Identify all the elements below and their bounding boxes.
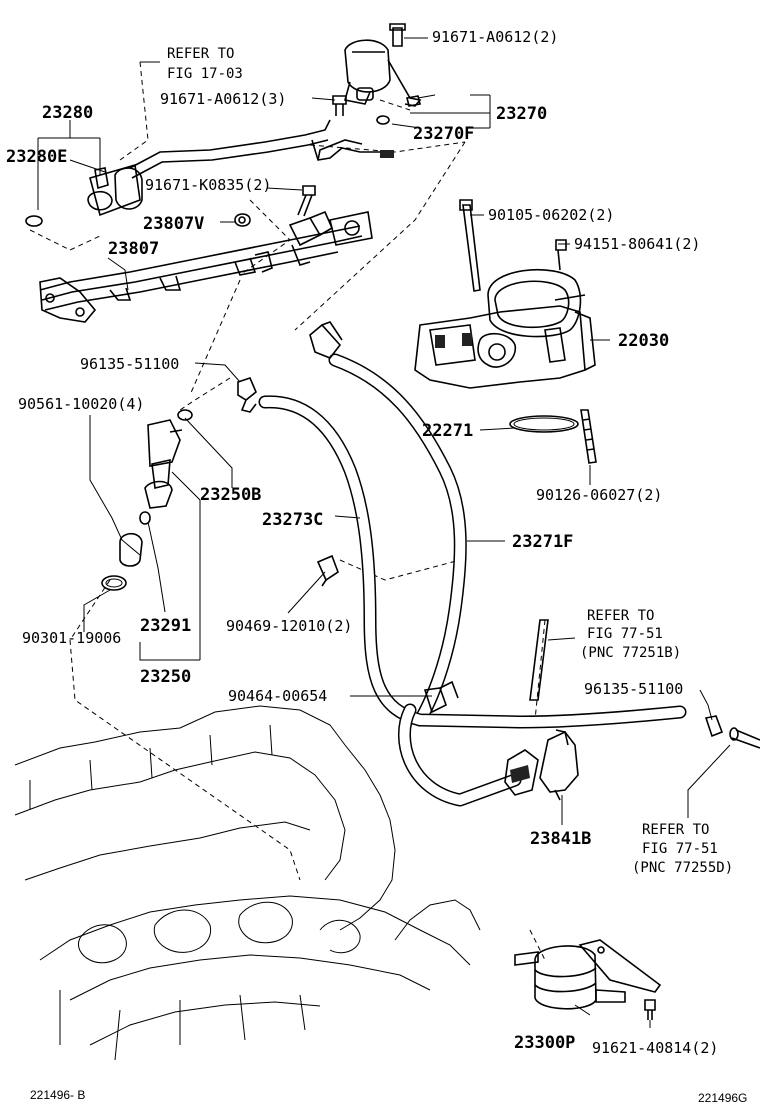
fuel-filter-canister-23300p (514, 939, 662, 1020)
callout-90464-00654: 90464-00654 (228, 687, 327, 705)
callout-23807: 23807 (108, 239, 159, 259)
callout-91671-a0612-top: 91671-A0612(2) (432, 28, 558, 46)
hose-stub-right (529, 619, 760, 749)
callout-23250b: 23250B (200, 485, 261, 505)
callout-23271f: 23271F (512, 532, 573, 552)
leader-lines (37, 37, 731, 1028)
callout-90561-10020: 90561-10020(4) (18, 395, 144, 413)
callout-23300p: 23300P (514, 1033, 575, 1053)
refer-fig-17-03-line1: REFER TO (167, 46, 234, 62)
fuel-injector-23250 (101, 409, 193, 591)
footer-left-code: 221496- B (30, 1088, 85, 1102)
pulsation-damper-23280 (25, 163, 143, 227)
fuel-tube-upper (129, 119, 394, 179)
callout-22271: 22271 (422, 421, 473, 441)
stud-90126 (580, 409, 597, 464)
callout-96135-51100-left: 96135-51100 (80, 355, 179, 373)
callout-90469-12010: 90469-12010(2) (226, 617, 352, 635)
callout-91621-40814: 91621-40814(2) (592, 1039, 718, 1057)
callout-23291: 23291 (140, 616, 191, 636)
refer-fig-77-51-lower-line3: (PNC 77255D) (632, 860, 733, 876)
refer-fig-77-51-upper-line3: (PNC 77251B) (580, 645, 681, 661)
callout-23270f: 23270F (413, 124, 474, 144)
gasket-22271 (509, 415, 579, 433)
callout-23270: 23270 (496, 104, 547, 124)
throttle-body-22030 (414, 199, 596, 389)
callout-23250: 23250 (140, 667, 191, 687)
vsv-23841b (504, 729, 579, 801)
callout-22030: 22030 (618, 331, 669, 351)
refer-fig-77-51-lower-line2: FIG 77-51 (642, 841, 718, 857)
callout-labels: REFER TO FIG 17-03 91671-A0612(2) 91671-… (6, 28, 733, 1057)
footer-right-code: 221496G (698, 1091, 747, 1105)
callout-23280e: 23280E (6, 147, 67, 167)
hose-23273c (258, 395, 687, 729)
callout-94151-80641: 94151-80641(2) (574, 235, 700, 253)
callout-23280: 23280 (42, 103, 93, 123)
callout-90105-06202: 90105-06202(2) (488, 206, 614, 224)
refer-fig-77-51-upper-line1: REFER TO (587, 608, 654, 624)
refer-fig-77-51-upper-line2: FIG 77-51 (587, 626, 663, 642)
callout-96135-51100-right: 96135-51100 (584, 680, 683, 698)
callout-23841b: 23841B (530, 829, 591, 849)
pressure-regulator-23270 (332, 23, 422, 125)
bolts-k0835 (234, 185, 316, 227)
callout-23273c: 23273C (262, 510, 323, 530)
hose-23271f (309, 321, 467, 727)
fuel-delivery-pipe-23807 (39, 210, 373, 323)
callout-90301-19006: 90301-19006 (22, 629, 121, 647)
assembly-dashed-lines (29, 61, 546, 961)
callout-90126-06027: 90126-06027(2) (536, 486, 662, 504)
callout-91671-a0612-mid: 91671-A0612(3) (160, 90, 286, 108)
refer-fig-77-51-lower-line1: REFER TO (642, 822, 709, 838)
callout-91671-k0835: 91671-K0835(2) (145, 176, 271, 194)
hose-to-vsv (397, 703, 522, 807)
callout-23807v: 23807V (143, 214, 204, 234)
engine-block-outline (14, 705, 481, 1061)
refer-fig-17-03-line2: FIG 17-03 (167, 66, 243, 82)
